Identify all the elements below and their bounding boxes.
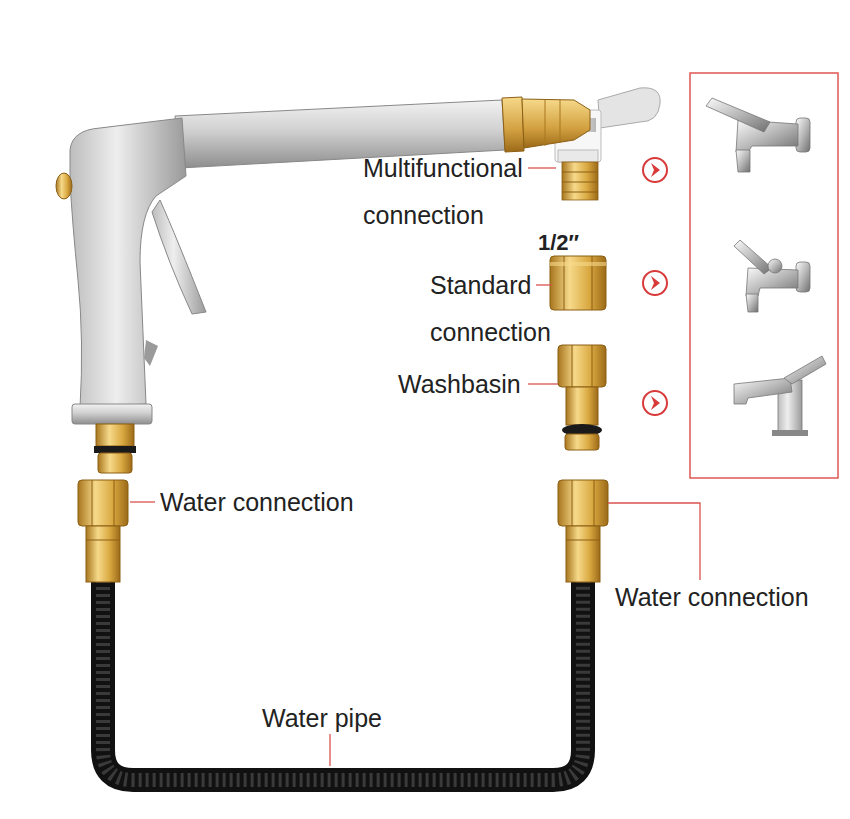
leader-line xyxy=(130,501,155,502)
wall-faucet xyxy=(706,98,770,132)
arrow-icon xyxy=(643,158,667,182)
leader-lines xyxy=(130,168,700,766)
hose-fitting xyxy=(558,480,608,526)
spray-gun xyxy=(56,173,72,199)
wall-faucet xyxy=(746,294,758,312)
hose-fitting xyxy=(594,480,595,526)
multifunction-adapter xyxy=(562,162,598,200)
multifunction-adapter xyxy=(562,192,598,193)
leader-line xyxy=(528,383,558,384)
spray-gun xyxy=(70,118,186,408)
wall-faucet xyxy=(736,150,750,172)
spray-gun xyxy=(560,100,561,143)
part-label: Standard connection xyxy=(430,262,560,356)
standard-adapter xyxy=(550,256,606,310)
multifunction-adapter xyxy=(562,172,598,173)
hose-fitting xyxy=(78,480,128,526)
wall-faucet xyxy=(734,240,772,274)
basin-faucet xyxy=(772,430,808,436)
hose-fitting xyxy=(572,480,573,526)
spray-gun xyxy=(56,97,590,473)
arrow-icon xyxy=(643,271,667,295)
hose-texture xyxy=(103,580,583,780)
arrow-icon xyxy=(651,276,660,290)
washbasin-adapter xyxy=(566,387,598,425)
basin-faucet xyxy=(734,356,826,436)
spray-gun xyxy=(502,97,524,152)
multifunction-adapter xyxy=(558,150,598,162)
arrow-icon xyxy=(643,391,667,415)
standard-adapter xyxy=(550,262,606,266)
basin-faucet xyxy=(784,356,826,384)
washbasin-adapter xyxy=(558,345,606,387)
hose-fitting xyxy=(114,480,115,526)
part-label: Multifunctional connection xyxy=(363,145,558,239)
leader-line xyxy=(536,284,552,285)
hose-fitting xyxy=(558,480,608,582)
standard-adapter xyxy=(550,256,606,310)
spray-gun xyxy=(144,340,158,366)
spray-gun xyxy=(94,446,136,453)
part-label: Water connection xyxy=(160,487,354,517)
wall-faucet xyxy=(768,259,782,273)
arrow-icon xyxy=(643,271,667,295)
leader-line xyxy=(528,167,556,168)
part-label: Water pipe xyxy=(262,703,382,733)
washbasin-adapter xyxy=(572,345,573,387)
washbasin-adapter xyxy=(592,345,593,387)
part-label: 1/2″ xyxy=(538,230,579,256)
part-label: Water connection xyxy=(615,582,809,612)
hose xyxy=(103,580,583,780)
basin-faucet xyxy=(734,378,792,404)
spray-gun xyxy=(72,404,152,424)
wall-faucet xyxy=(734,240,810,312)
wall-faucet xyxy=(706,98,810,172)
hose-fitting xyxy=(566,526,600,582)
part-label: Washbasin xyxy=(398,369,521,399)
washbasin-adapter xyxy=(565,434,599,450)
washbasin-adapter xyxy=(558,345,606,450)
hose-fitting xyxy=(566,540,600,541)
arrow-icon xyxy=(643,391,667,415)
arrow-icon xyxy=(651,396,660,410)
arrow-icon xyxy=(643,158,667,182)
hose-fitting xyxy=(86,526,120,582)
arrow-icon xyxy=(651,163,660,177)
hose-fitting xyxy=(78,480,128,582)
faucet-frame xyxy=(690,73,838,478)
spray-gun xyxy=(522,99,590,148)
spray-gun xyxy=(545,100,546,146)
leader-line xyxy=(608,503,700,580)
spray-gun xyxy=(98,453,132,473)
spray-gun xyxy=(96,424,134,446)
multifunction-adapter xyxy=(598,88,660,128)
leader-line xyxy=(329,734,330,766)
hose-fitting xyxy=(86,540,120,541)
hose-fitting xyxy=(92,480,93,526)
multifunction-adapter xyxy=(562,182,598,183)
spray-gun xyxy=(152,200,206,314)
